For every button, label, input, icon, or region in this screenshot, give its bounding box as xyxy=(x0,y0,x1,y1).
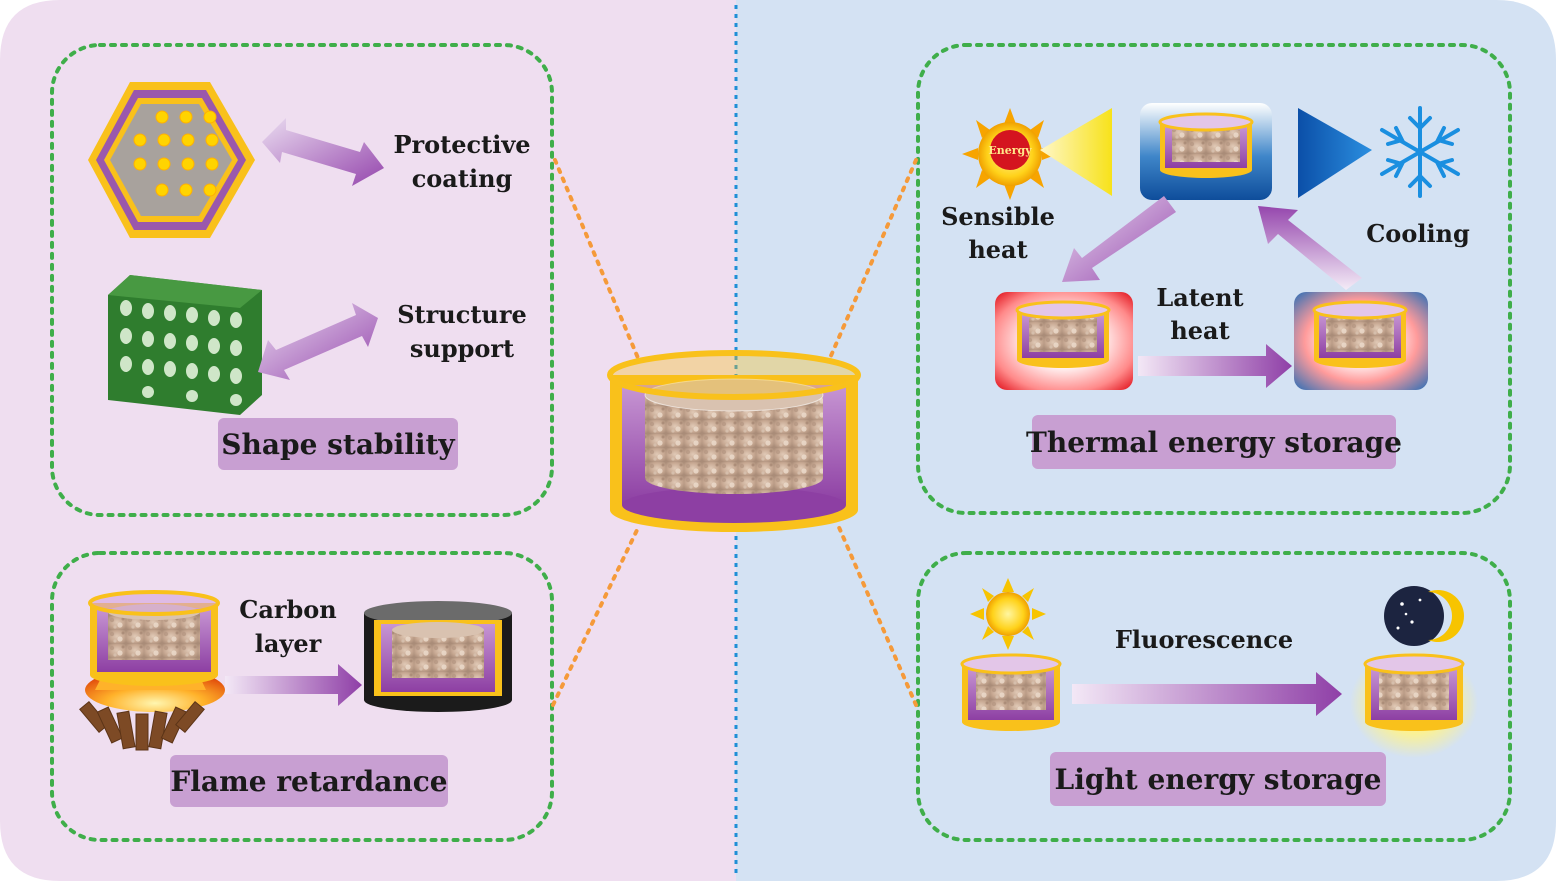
latent-label: Latent xyxy=(1156,283,1243,312)
connector-thermal xyxy=(828,158,918,360)
connector-flame xyxy=(551,526,640,707)
energy-badge-label: Energy xyxy=(988,144,1032,157)
light-storage-label: Light energy storage xyxy=(1055,763,1382,796)
connector-shape xyxy=(553,158,640,360)
flame-retardance-label: Flame retardance xyxy=(170,765,447,798)
sensible-label: Sensible xyxy=(941,202,1055,231)
protective-label: Protective xyxy=(393,130,530,159)
flame-retardance-label-box xyxy=(170,755,448,807)
sun-energy-icon: Energy xyxy=(962,108,1058,200)
arrow-carbon xyxy=(225,664,362,706)
fluorescence-label: Fluorescence xyxy=(1115,625,1293,654)
pcm-box-sensible xyxy=(995,292,1133,390)
double-arrow-coating xyxy=(262,118,384,186)
double-arrow-structure xyxy=(258,303,378,380)
shape-stability-label: Shape stability xyxy=(221,428,455,461)
carbon-label: Carbon xyxy=(239,595,337,624)
thermal-storage-label-box xyxy=(1032,415,1396,469)
pcm-box-cool xyxy=(1140,103,1272,200)
support-label: support xyxy=(410,334,514,363)
light-storage-label-box xyxy=(1050,752,1386,806)
coating-label: coating xyxy=(412,164,513,193)
hexagon-coating-icon xyxy=(88,82,255,238)
sun-icon xyxy=(970,578,1046,650)
cold-output-cone xyxy=(1298,108,1372,198)
light-storage-frame xyxy=(916,551,1512,842)
latent-heat-label: heat xyxy=(1170,316,1229,345)
arrow-to-cooled xyxy=(1258,206,1362,290)
pcm-container-day xyxy=(960,653,1062,731)
connector-light xyxy=(836,523,918,707)
shape-stability-frame xyxy=(50,43,554,517)
shape-stability-label-box xyxy=(218,418,458,470)
heat-input-cone xyxy=(1040,108,1112,196)
structure-label: Structure xyxy=(397,300,527,329)
thermal-storage-label: Thermal energy storage xyxy=(1026,426,1402,459)
arrow-to-heated xyxy=(1062,196,1176,282)
carbon-coated-container xyxy=(364,601,512,712)
cooling-label: Cooling xyxy=(1366,219,1470,248)
thermal-storage-frame xyxy=(916,43,1512,515)
lattice-structure-icon xyxy=(108,275,262,415)
arrow-latent xyxy=(1138,344,1292,388)
pcm-box-latent xyxy=(1294,292,1428,390)
sensible-heat-label: heat xyxy=(968,235,1027,264)
snowflake-icon xyxy=(1380,106,1460,198)
layer-label: layer xyxy=(255,629,322,658)
pcm-container-glowing xyxy=(1350,648,1478,758)
moon-night-icon xyxy=(1384,586,1465,646)
central-phase-change-material xyxy=(607,350,861,532)
flame-retardance-frame xyxy=(50,551,554,842)
pcm-container-flame xyxy=(88,590,220,686)
arrow-fluorescence xyxy=(1072,672,1342,716)
